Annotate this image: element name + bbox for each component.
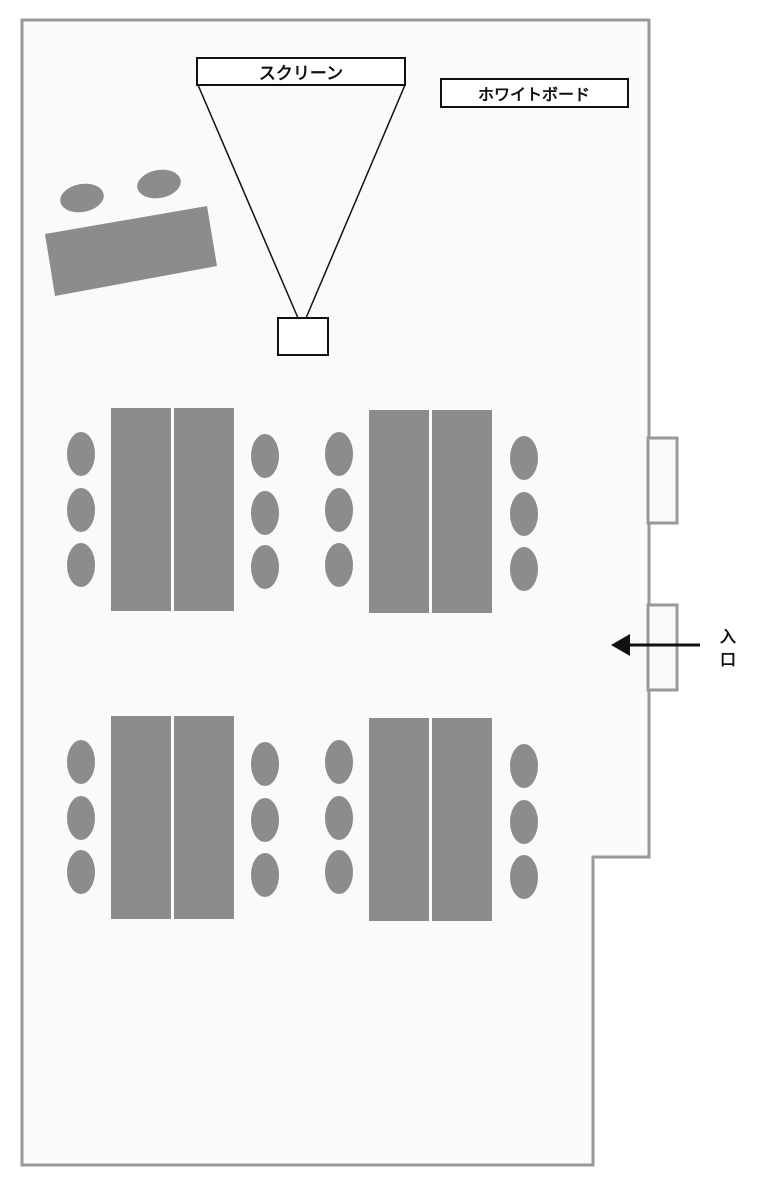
projection-line-left: [197, 84, 299, 319]
desk: [174, 716, 234, 919]
presenter-table: [45, 206, 217, 296]
door-entrance: [646, 603, 679, 692]
screen-box: [196, 57, 406, 86]
door-upper: [646, 436, 679, 525]
chair: [251, 853, 279, 897]
chair: [251, 545, 279, 589]
desk: [432, 410, 492, 613]
table-group-top-left: [67, 408, 279, 611]
presenter-chair: [137, 169, 181, 199]
entrance-arrow-icon: [611, 634, 700, 656]
desk: [111, 408, 171, 611]
chair: [325, 850, 353, 894]
chair: [510, 855, 538, 899]
whiteboard: ホワイトボード: [440, 78, 629, 108]
desk: [432, 718, 492, 921]
chair: [325, 740, 353, 784]
chair: [67, 432, 95, 476]
table-group-top-right: [325, 410, 538, 613]
table-group-bottom-left: [67, 716, 279, 919]
chair: [325, 796, 353, 840]
chair: [251, 434, 279, 478]
chair: [67, 740, 95, 784]
chair: [251, 491, 279, 535]
whiteboard-box: [440, 78, 629, 108]
chair: [325, 432, 353, 476]
table-group-bottom-right: [325, 718, 538, 921]
chair: [67, 850, 95, 894]
chair: [67, 488, 95, 532]
screen: スクリーン: [196, 57, 406, 86]
entrance-label-1: 入: [720, 627, 736, 646]
projector: [277, 317, 329, 356]
chair: [325, 488, 353, 532]
presenter-chair: [60, 183, 104, 213]
chair: [251, 742, 279, 786]
chair: [67, 796, 95, 840]
chair: [510, 744, 538, 788]
chair: [251, 798, 279, 842]
chair: [510, 547, 538, 591]
whiteboard-label: ホワイトボード: [478, 85, 590, 104]
desk: [369, 718, 429, 921]
presenter-area: [45, 169, 217, 296]
chair: [510, 800, 538, 844]
desk: [174, 408, 234, 611]
desk: [111, 716, 171, 919]
chair: [325, 543, 353, 587]
screen-label: スクリーン: [259, 64, 343, 84]
desk: [369, 410, 429, 613]
projection-line-right: [305, 84, 406, 319]
entrance-label-2: 口: [720, 650, 736, 669]
chair: [510, 492, 538, 536]
chair: [67, 543, 95, 587]
chair: [510, 436, 538, 480]
